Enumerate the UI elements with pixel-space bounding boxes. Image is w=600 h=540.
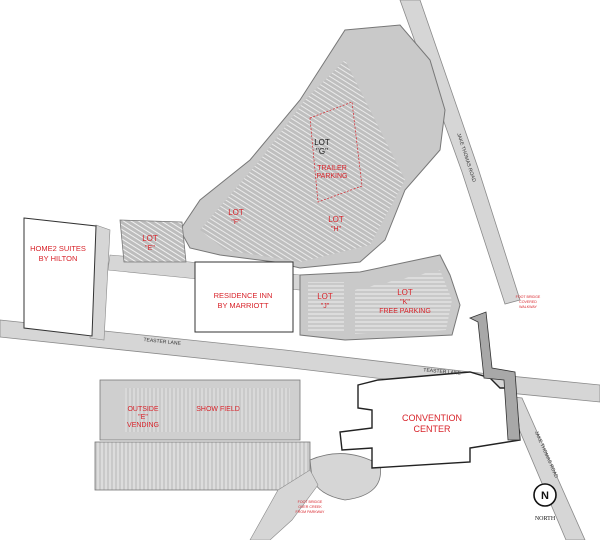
trailer-parking-label-1: TRAILER	[317, 165, 347, 172]
lot-g-label-2: "G"	[316, 147, 328, 156]
lot-j-k-area	[299, 254, 461, 341]
teaster-lane-label-east: TEASTER LANE	[423, 367, 462, 376]
compass-circle	[533, 483, 557, 507]
compass-label: NORTH	[535, 516, 556, 522]
lot-labels: LOT "G" TRAILER PARKING LOT "F" LOT "H" …	[127, 138, 431, 429]
lot-k-label-1: LOT	[397, 288, 413, 297]
teaster-lane-label-west: TEASTER LANE	[143, 337, 182, 347]
covered-walkway	[469, 311, 521, 441]
residence-inn-label-2: BY MARRIOTT	[217, 301, 269, 310]
outside-vending-label-1: OUTSIDE	[127, 406, 158, 413]
lot-k-label-2: "K"	[400, 299, 410, 306]
home2-suites-building	[23, 217, 97, 337]
outside-vending-label-3: VENDING	[127, 422, 159, 429]
south-access-path	[249, 469, 319, 540]
lot-e-paved	[119, 219, 187, 263]
notes: FOOT BRIDGE COVERED WALKWAY FOOT BRIDGE …	[296, 295, 541, 514]
building-labels: HOME2 SUITES BY HILTON RESIDENCE INN BY …	[30, 244, 462, 434]
lot-j-label-2: "J"	[321, 303, 330, 310]
south-parking-area	[94, 379, 381, 540]
compass-letter: N	[541, 490, 549, 502]
foot-bridge-east-note-3: WALKWAY	[519, 305, 537, 309]
residence-inn-building	[194, 261, 294, 333]
lot-j-stripes	[308, 282, 344, 332]
convention-center-label-2: CENTER	[413, 424, 451, 434]
lot-k-label-3: FREE PARKING	[379, 308, 431, 315]
trailer-parking-zone	[309, 101, 363, 203]
lot-g-label-1: LOT	[314, 138, 330, 147]
lot-e-label-1: LOT	[142, 234, 158, 243]
south-lot-paved	[94, 441, 311, 491]
foot-bridge-east-note-1: FOOT BRIDGE	[516, 295, 541, 299]
lot-e-label-2: "E"	[145, 245, 155, 252]
foot-bridge-south-note-1: FOOT BRIDGE	[298, 500, 323, 504]
north-parking-area	[119, 24, 446, 269]
north-compass: N NORTH	[533, 483, 557, 522]
lot-g-f-h-stripes	[200, 60, 405, 262]
lot-j-label-1: LOT	[317, 292, 333, 301]
foot-bridge-south-note-3: FROM PARKWAY	[296, 510, 325, 514]
lot-h-label-2: "H"	[331, 226, 342, 233]
foot-bridge-east-note-2: COVERED	[519, 300, 537, 304]
convention-center-building	[339, 371, 521, 469]
lot-f-label-1: LOT	[228, 208, 244, 217]
lot-h-label-1: LOT	[328, 215, 344, 224]
lot-k-stripes	[355, 270, 452, 334]
convention-center-label-1: CONVENTION	[402, 413, 462, 423]
south-loop-road	[309, 453, 381, 501]
lot-f-label-2: "F"	[231, 219, 241, 226]
buildings	[23, 217, 521, 469]
show-field-label: SHOW FIELD	[196, 406, 240, 413]
foot-bridge-south-note-2: OVER CREEK	[298, 505, 322, 509]
home2-suites-label-2: BY HILTON	[39, 254, 78, 263]
home2-suites-label-1: HOME2 SUITES	[30, 244, 86, 253]
residence-inn-label-1: RESIDENCE INN	[214, 291, 273, 300]
outside-vending-label-2: "E"	[138, 414, 148, 421]
trailer-parking-label-2: PARKING	[317, 173, 348, 180]
show-field-stripes	[125, 388, 290, 432]
